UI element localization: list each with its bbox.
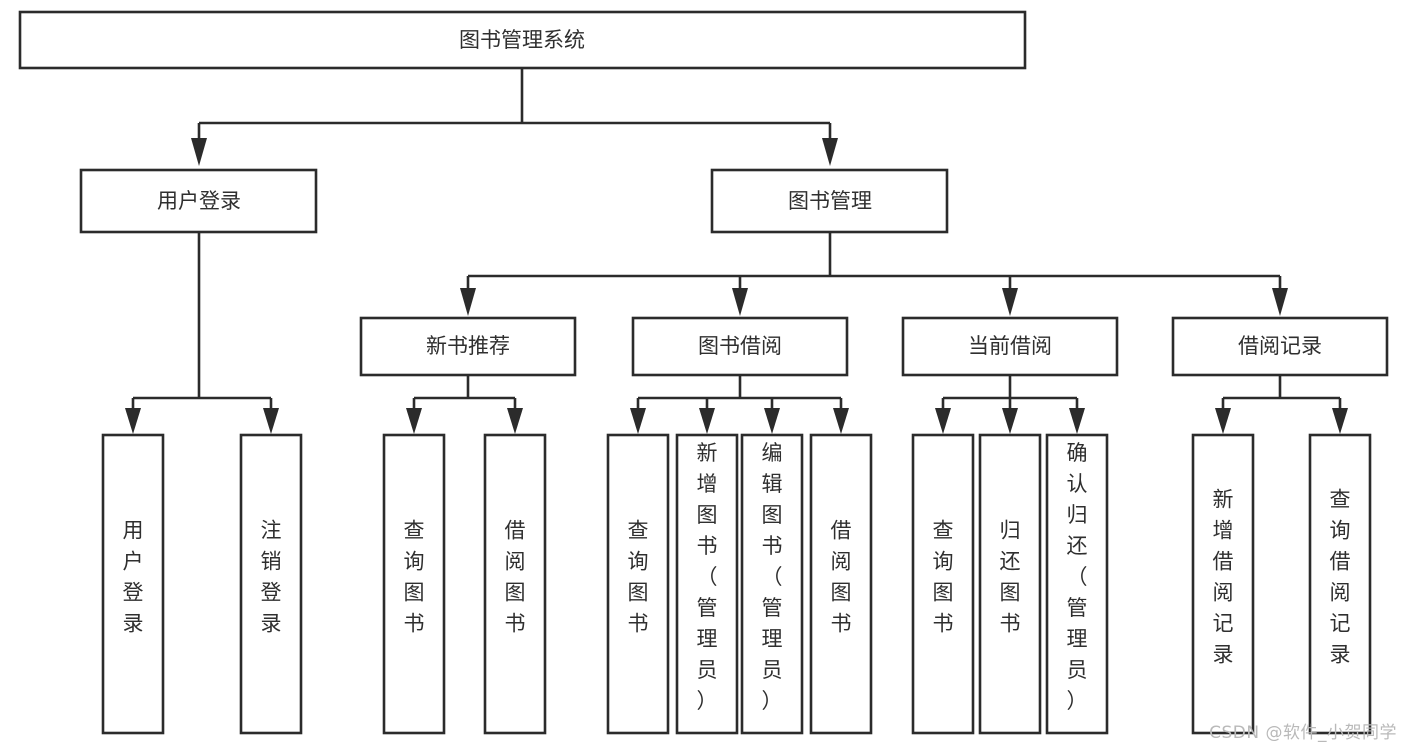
node-leaf9-box[interactable] [911,433,975,735]
node-leaf10[interactable]: 归还图书 [978,433,1042,735]
connector-group [125,68,1348,434]
arrow-head-leaf5 [630,408,646,434]
node-leaf5-label: 查询图书 [628,519,649,636]
node-leaf2[interactable]: 注销登录 [239,433,303,735]
node-leaf5-box[interactable] [606,433,670,735]
arrow-head-leaf8 [833,408,849,434]
arrow-head-leaf7 [764,408,780,434]
node-leaf6[interactable]: 新增图书（管理员） [675,433,739,735]
arrow-head-newbook [460,288,476,316]
node-leaf13-box[interactable] [1308,433,1372,735]
node-leaf13-label: 查询借阅记录 [1330,488,1351,667]
node-leaf11-box[interactable] [1045,433,1109,735]
node-leaf3-label: 查询图书 [404,519,425,636]
arrow-head-leaf2 [263,408,279,434]
arrow-head-current [1002,288,1018,316]
node-leaf6-label: 新增图书（管理员） [697,441,718,713]
arrow-head-leaf11 [1069,408,1085,434]
node-bookmgmt-label: 图书管理 [788,189,872,213]
node-leaf6-box[interactable] [675,433,739,735]
arrow-head-leaf9 [935,408,951,434]
node-newbook-box[interactable] [359,316,577,377]
arrow-head-leaf13 [1332,408,1348,434]
arrow-head-borrow [732,288,748,316]
node-login-label: 用户登录 [157,189,241,213]
node-leaf4-box[interactable] [483,433,547,735]
node-leaf7-label: 编辑图书（管理员） [762,441,783,713]
node-leaf8[interactable]: 借阅图书 [809,433,873,735]
node-leaf11-label: 确认归还（管理员） [1067,441,1088,713]
node-root-label: 图书管理系统 [459,28,585,52]
arrow-head-leaf3 [406,408,422,434]
node-leaf1[interactable]: 用户登录 [101,433,165,735]
node-root-box[interactable] [18,10,1027,70]
arrow-head-leaf6 [699,408,715,434]
node-leaf9[interactable]: 查询图书 [911,433,975,735]
node-leaf10-box[interactable] [978,433,1042,735]
arrow-head-records [1272,288,1288,316]
node-login[interactable]: 用户登录 [79,168,318,234]
node-current-box[interactable] [901,316,1119,377]
node-root[interactable]: 图书管理系统 [18,10,1027,70]
node-leaf8-label: 借阅图书 [831,519,852,636]
node-borrow-label: 图书借阅 [698,334,782,358]
node-bookmgmt-box[interactable] [710,168,949,234]
node-leaf4-label: 借阅图书 [505,519,526,636]
node-leaf7[interactable]: 编辑图书（管理员） [740,433,804,735]
node-leaf8-box[interactable] [809,433,873,735]
node-newbook[interactable]: 新书推荐 [359,316,577,377]
node-leaf4[interactable]: 借阅图书 [483,433,547,735]
node-leaf9-label: 查询图书 [933,519,954,636]
node-current[interactable]: 当前借阅 [901,316,1119,377]
arrow-head-bookmgmt [822,138,838,166]
node-leaf1-box[interactable] [101,433,165,735]
node-leaf5[interactable]: 查询图书 [606,433,670,735]
node-leaf1-label: 用户登录 [123,519,144,636]
arrow-head-leaf12 [1215,408,1231,434]
watermark-label: CSDN @软件_小贺同学 [1209,723,1397,743]
node-leaf13[interactable]: 查询借阅记录 [1308,433,1372,735]
node-borrow-box[interactable] [631,316,849,377]
node-borrow[interactable]: 图书借阅 [631,316,849,377]
arrow-head-leaf4 [507,408,523,434]
arrow-head-leaf10 [1002,408,1018,434]
node-records-label: 借阅记录 [1238,334,1322,358]
node-bookmgmt[interactable]: 图书管理 [710,168,949,234]
node-leaf2-box[interactable] [239,433,303,735]
node-login-box[interactable] [79,168,318,234]
node-leaf3[interactable]: 查询图书 [382,433,446,735]
node-newbook-label: 新书推荐 [426,334,510,358]
node-leaf12-label: 新增借阅记录 [1213,488,1234,667]
node-leaf11[interactable]: 确认归还（管理员） [1045,433,1109,735]
node-records[interactable]: 借阅记录 [1171,316,1389,377]
node-leaf7-box[interactable] [740,433,804,735]
node-leaf3-box[interactable] [382,433,446,735]
arrow-head-login [191,138,207,166]
node-records-box[interactable] [1171,316,1389,377]
node-leaf12[interactable]: 新增借阅记录 [1191,433,1255,735]
node-leaf2-label: 注销登录 [261,519,282,636]
node-leaf12-box[interactable] [1191,433,1255,735]
arrow-head-leaf1 [125,408,141,434]
node-leaf10-label: 归还图书 [1000,519,1021,636]
node-current-label: 当前借阅 [968,334,1052,358]
